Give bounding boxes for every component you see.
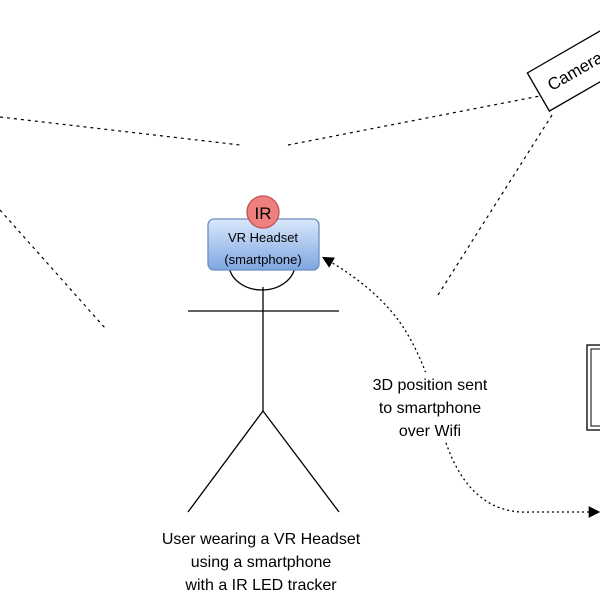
connection-label-line2: to smartphone	[379, 400, 481, 417]
fov-line-top-right	[287, 93, 551, 146]
server-box-partial	[586, 344, 600, 431]
vr-headset[interactable]: VR Headset (smartphone)	[207, 218, 320, 271]
ir-led-label: IR	[255, 204, 272, 223]
vr-headset-label-line1: VR Headset	[228, 230, 298, 245]
user-head	[228, 263, 296, 291]
connection-label-line1: 3D position sent	[373, 377, 488, 394]
fov-line-top-left	[0, 116, 241, 146]
ir-led-tracker[interactable]: IR	[246, 195, 280, 229]
user-caption-line1: User wearing a VR Headset	[162, 531, 361, 548]
vr-headset-label-line2: (smartphone)	[224, 252, 301, 267]
camera-node[interactable]: Camera	[526, 18, 600, 112]
fov-line-right	[437, 114, 553, 296]
user-right-leg	[262, 410, 340, 513]
fov-line-left	[0, 209, 106, 329]
user-caption: User wearing a VR Headset using a smartp…	[162, 531, 361, 594]
connection-label: 3D position sent to smartphone over Wifi	[354, 372, 506, 442]
connection-label-line3: over Wifi	[399, 423, 461, 440]
user-left-leg	[187, 410, 264, 513]
user-figure	[187, 263, 340, 513]
user-caption-line3: with a IR LED tracker	[184, 577, 337, 594]
ir-led-circle	[246, 195, 280, 229]
user-caption-line2: using a smartphone	[191, 554, 332, 571]
camera-box	[526, 18, 600, 112]
